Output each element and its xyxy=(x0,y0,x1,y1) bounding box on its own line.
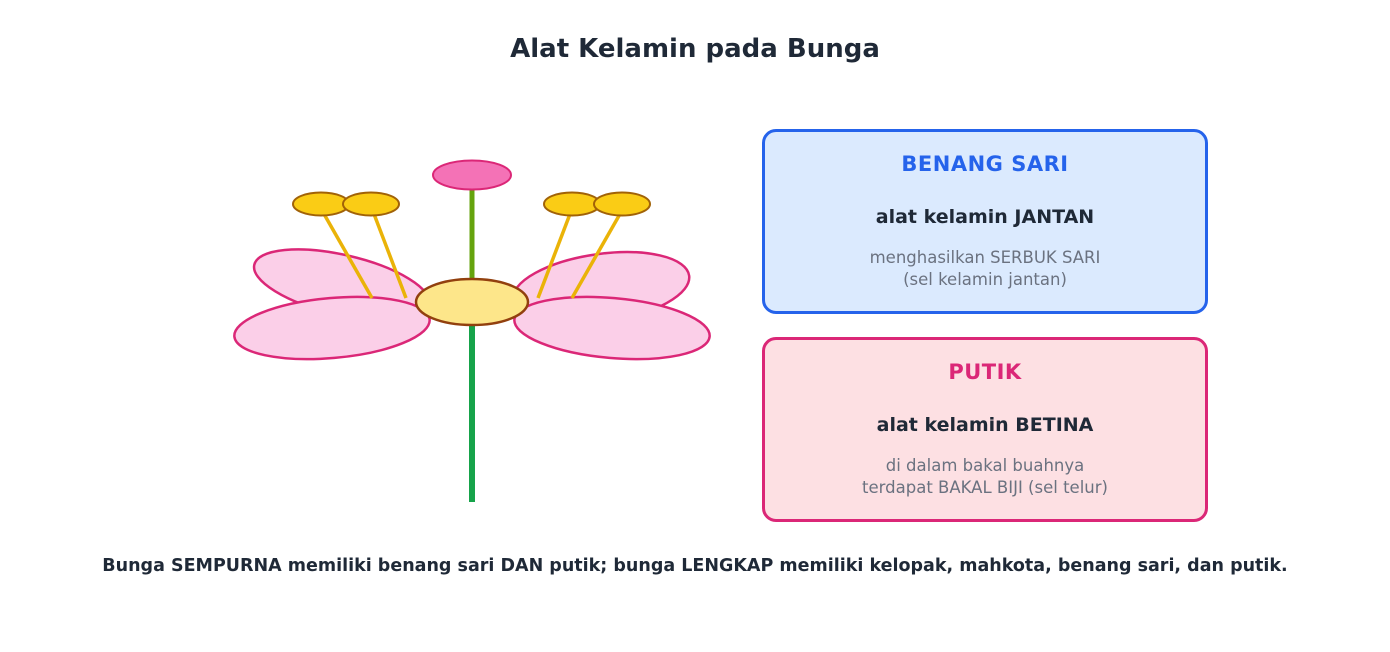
stamen-card-subtitle: alat kelamin JANTAN xyxy=(875,206,1095,228)
stamen-card: BENANG SARI alat kelamin JANTAN menghasi… xyxy=(762,129,1208,314)
flower-center xyxy=(414,277,530,327)
stamen-anther xyxy=(292,191,350,217)
pistil-desc-line: terdapat BAKAL BIJI (sel telur) xyxy=(862,478,1108,497)
pistil-card-title: PUTIK xyxy=(948,360,1022,384)
flower-diagram xyxy=(233,159,711,502)
stamen-card-description: menghasilkan SERBUK SARI (sel kelamin ja… xyxy=(765,247,1205,291)
pistil-card: PUTIK alat kelamin BETINA di dalam bakal… xyxy=(762,337,1208,522)
stamen-filament xyxy=(536,213,572,299)
stamen-filament xyxy=(570,213,622,299)
pistil-card-subtitle: alat kelamin BETINA xyxy=(876,414,1094,436)
pistil-stigma xyxy=(432,159,512,191)
stamen-filament xyxy=(322,213,374,299)
page-title: Alat Kelamin pada Bunga xyxy=(510,34,880,64)
footer-note: Bunga SEMPURNA memiliki benang sari DAN … xyxy=(102,556,1288,576)
pistil-card-description: di dalam bakal buahnya terdapat BAKAL BI… xyxy=(765,455,1205,499)
stamen-anther xyxy=(593,191,651,217)
stamen-anther xyxy=(543,191,601,217)
stamen-filament xyxy=(372,213,408,299)
stamen-card-title: BENANG SARI xyxy=(901,152,1069,176)
petal-lower-left xyxy=(233,295,431,361)
stamen-desc-line: (sel kelamin jantan) xyxy=(903,270,1067,289)
petal-lower-right xyxy=(513,295,711,361)
stamen-anther xyxy=(342,191,400,217)
pistil-desc-line: di dalam bakal buahnya xyxy=(885,456,1085,475)
stamen-desc-line: menghasilkan SERBUK SARI xyxy=(869,248,1101,267)
